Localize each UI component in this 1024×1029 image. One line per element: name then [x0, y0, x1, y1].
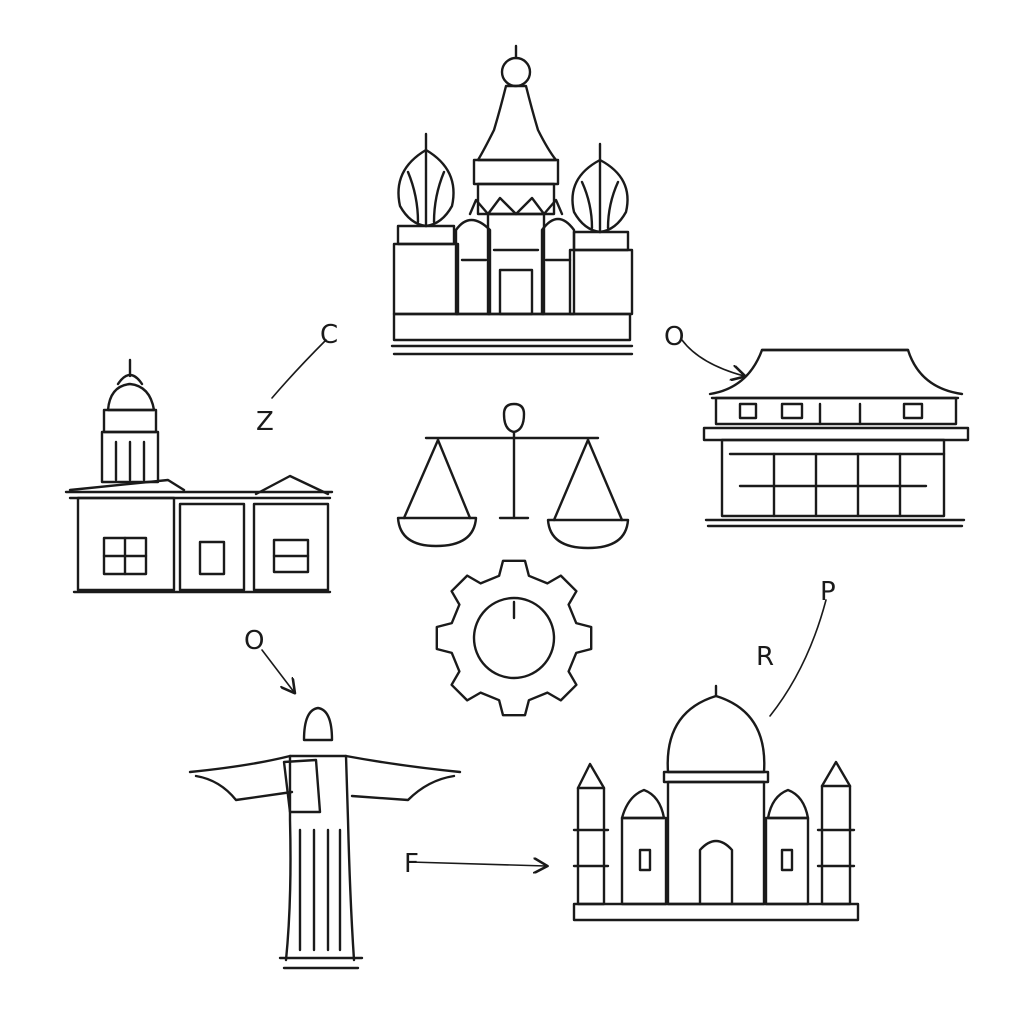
connector-p-taj: [769, 599, 827, 717]
connector-o-palace: [681, 339, 744, 376]
taj-mahal: [572, 684, 860, 922]
connector-c-z: [271, 339, 327, 399]
domed-government-building: [64, 358, 334, 594]
balance-scale-icon: [396, 402, 630, 550]
label-z: Z: [256, 407, 274, 437]
label-r: R: [756, 642, 774, 672]
label-c: C: [320, 320, 338, 350]
gear-icon: [435, 559, 593, 717]
chinese-palace-hall: [702, 348, 970, 528]
label-o-left: O: [244, 626, 264, 656]
label-f: F: [404, 849, 419, 879]
label-o-top-right: O: [664, 322, 684, 352]
connector-f-taj: [409, 862, 546, 866]
saint-basils-cathedral: [390, 44, 634, 356]
label-p: P: [820, 577, 836, 607]
christ-the-redeemer: [188, 706, 462, 970]
connector-o-redeemer: [261, 649, 294, 692]
